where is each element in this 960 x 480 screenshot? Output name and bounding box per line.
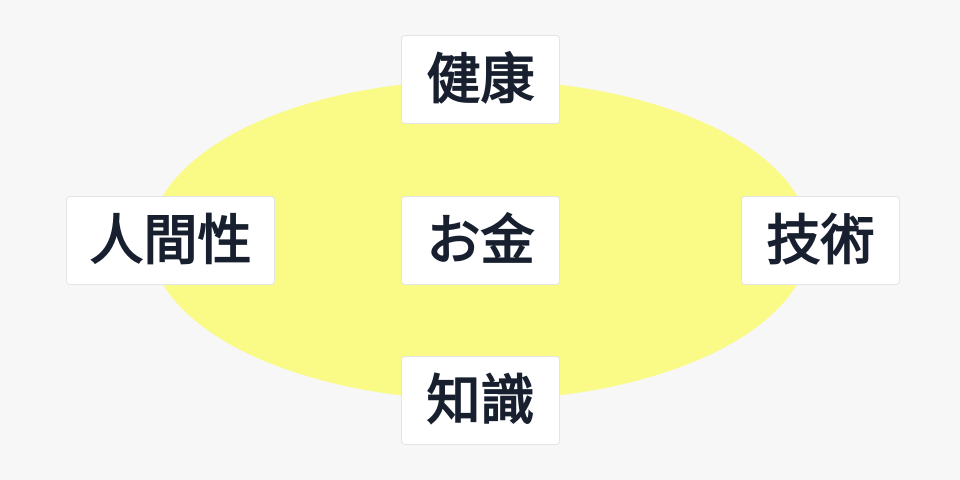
node-knowledge-label: 知識 [426, 368, 535, 432]
node-skill: 技術 [741, 196, 900, 285]
node-humanity-label: 人間性 [89, 208, 252, 272]
node-money-label: お金 [426, 208, 535, 272]
node-health-label: 健康 [426, 47, 535, 111]
node-money: お金 [401, 196, 560, 285]
node-humanity: 人間性 [66, 196, 275, 285]
node-health: 健康 [401, 35, 560, 124]
node-knowledge: 知識 [401, 356, 560, 445]
node-skill-label: 技術 [766, 208, 875, 272]
